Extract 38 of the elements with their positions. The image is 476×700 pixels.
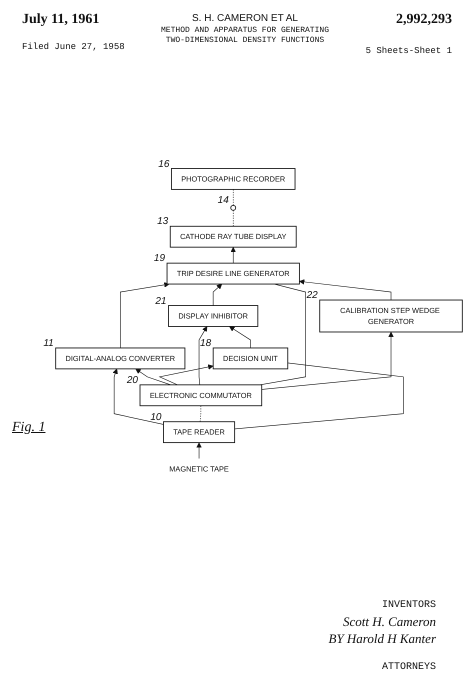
connector: [234, 362, 404, 430]
arrow: [196, 442, 202, 459]
inventor-name: BY Harold H Kanter: [328, 631, 436, 647]
figure-label: Fig. 1: [12, 420, 46, 436]
inventor-name: Scott H. Cameron: [342, 614, 436, 630]
arrow: [261, 332, 394, 390]
connector: [232, 210, 234, 227]
reference-numeral: 11: [43, 338, 54, 349]
arrow: [120, 282, 170, 348]
arrow: [229, 326, 251, 348]
connector: [200, 405, 202, 422]
reference-numeral: 14: [218, 195, 229, 206]
arrow: [212, 284, 222, 306]
reference-numeral: 18: [200, 338, 212, 349]
arrow: [158, 364, 214, 386]
patent-title: METHOD AND APPARATUS FOR GENERATING TWO-DIMENSIONAL DENSITY FUNCTIONS: [160, 26, 330, 46]
attorneys-heading: ATTORNEYS: [382, 662, 436, 673]
arrow: [135, 368, 171, 386]
node-circle: [230, 204, 236, 211]
reference-numeral: 16: [158, 158, 170, 170]
filing-date: Filed June 27, 1958: [22, 42, 125, 52]
reference-numeral: 20: [126, 374, 138, 386]
arrow: [112, 368, 164, 425]
reference-numeral: 10: [150, 412, 162, 423]
reference-numeral: 13: [157, 216, 168, 228]
reference-numeral: 21: [155, 296, 166, 307]
reference-numeral: 22: [306, 290, 318, 302]
reference-numeral: 19: [154, 253, 166, 264]
arrow: [198, 326, 208, 386]
connector: [232, 189, 234, 206]
arrow: [230, 246, 236, 264]
inventors-heading: INVENTORS: [382, 600, 436, 611]
issue-date: July 11, 1961: [22, 12, 100, 28]
patent-number: 2,992,293: [396, 12, 452, 28]
sheet-number: 5 Sheets-Sheet 1: [366, 46, 452, 56]
connector: [260, 284, 306, 386]
inventor-heading: S. H. CAMERON ET AL: [191, 13, 299, 24]
arrow: [299, 279, 392, 300]
